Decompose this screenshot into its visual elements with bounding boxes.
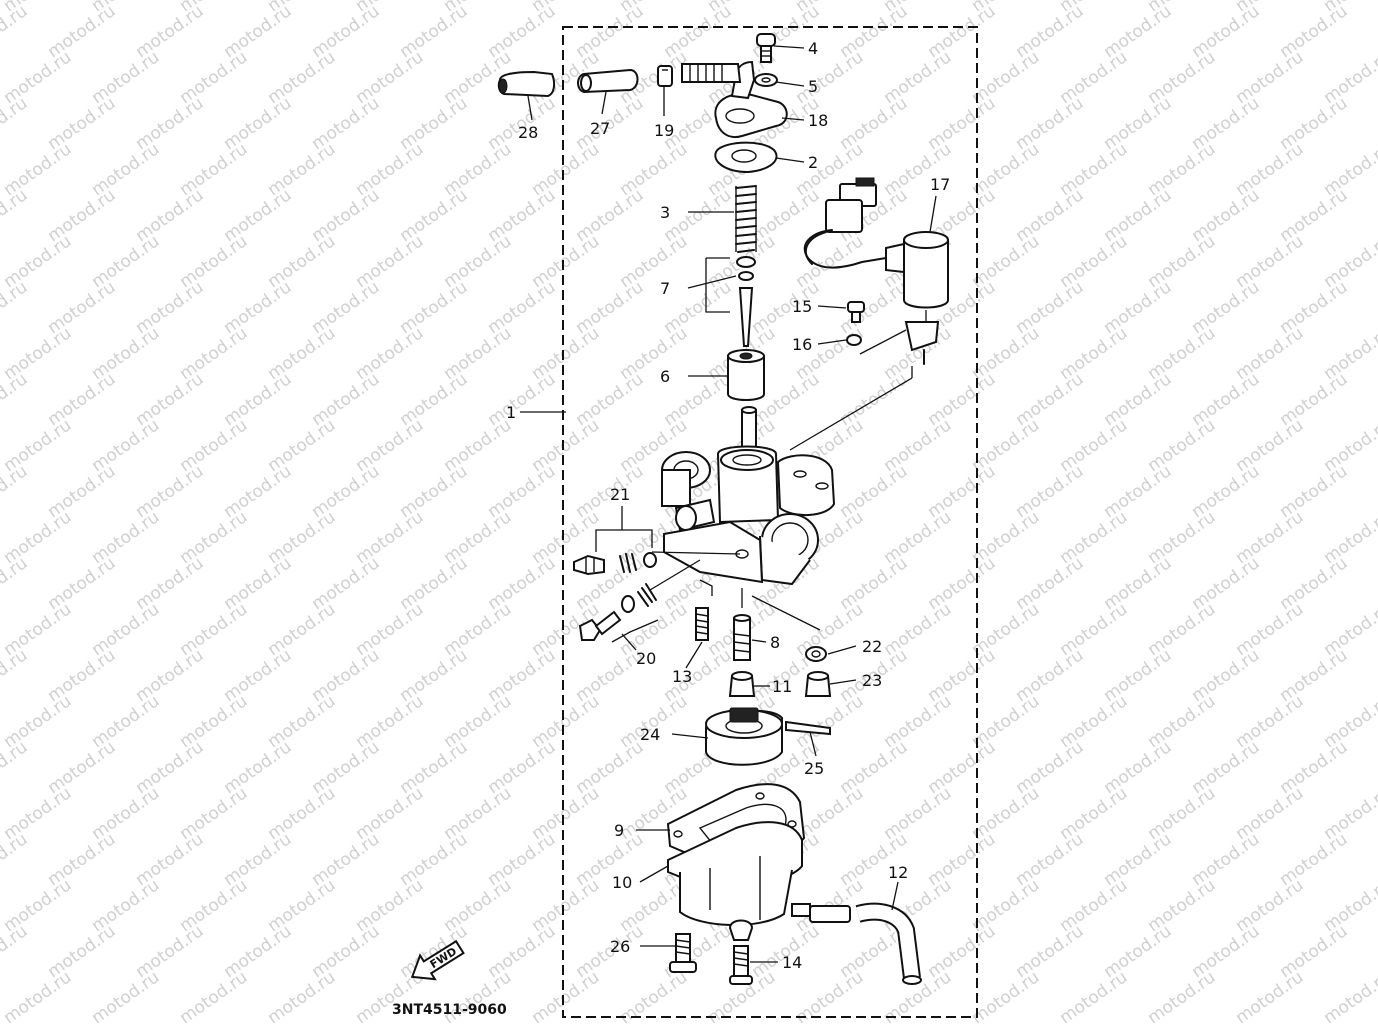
part-12-drain-hose: [855, 902, 922, 985]
label-3: 3: [660, 203, 670, 222]
assembly-boundary: [562, 26, 978, 1018]
part-11-main-jet: [728, 671, 756, 697]
part-15-screw: [847, 301, 865, 323]
label-27: 27: [590, 119, 610, 138]
label-assembly-1: 1: [506, 403, 516, 422]
label-15: 15: [792, 297, 812, 316]
label-25: 25: [804, 759, 824, 778]
part-22-washer: [805, 646, 827, 662]
part-28-cap: [497, 70, 556, 98]
label-18: 18: [808, 111, 828, 130]
part-6-throttle-valve: [727, 349, 765, 401]
part-24-float: [705, 707, 783, 766]
label-28: 28: [518, 123, 538, 142]
label-8: 8: [770, 633, 780, 652]
label-16: 16: [792, 335, 812, 354]
part-20-throttle-stop-screw-set: [578, 559, 701, 643]
part-5-washer: [754, 73, 778, 87]
label-9: 9: [614, 821, 624, 840]
label-12: 12: [888, 863, 908, 882]
part-14-screw: [729, 945, 753, 985]
label-4: 4: [808, 39, 818, 58]
part-labels: 4 5 18 2 17 3 7 15 16 6 28 27 19 21 20 1…: [506, 39, 950, 972]
part-2-gasket: [714, 141, 778, 174]
carburetor-body: [661, 366, 913, 586]
label-10: 10: [612, 873, 632, 892]
label-6: 6: [660, 367, 670, 386]
part-10-float-bowl: [667, 821, 851, 941]
label-20: 20: [636, 649, 656, 668]
part-25-float-pin: [785, 720, 831, 736]
label-21: 21: [610, 485, 630, 504]
part-16-washer: [846, 334, 862, 346]
label-26: 26: [610, 937, 630, 956]
leader-lines: [520, 45, 937, 963]
part-4-screw: [756, 33, 776, 63]
label-7: 7: [660, 279, 670, 298]
part-27-cap: [577, 68, 639, 94]
label-19: 19: [654, 121, 674, 140]
label-23: 23: [862, 671, 882, 690]
label-2: 2: [808, 153, 818, 172]
label-11: 11: [772, 677, 792, 696]
part-7-needle-set: [705, 256, 756, 347]
label-13: 13: [672, 667, 692, 686]
part-17-starter-solenoid: [803, 177, 949, 365]
label-17: 17: [930, 175, 950, 194]
drawing-code: 3NT4511-9060: [392, 1002, 507, 1018]
part-19-clip: [657, 65, 673, 87]
jet-group-bracket: [699, 579, 821, 631]
part-18-cover: [681, 60, 788, 138]
part-8-needle-jet: [733, 614, 751, 661]
label-22: 22: [862, 637, 882, 656]
part-21-pilot-screw-set: [573, 529, 741, 576]
part-3-spring: [735, 185, 757, 253]
part-23-plug: [804, 671, 832, 697]
label-24: 24: [640, 725, 660, 744]
fwd-arrow-icon: FWD: [410, 939, 465, 981]
label-5: 5: [808, 77, 818, 96]
part-26-screw: [669, 933, 697, 973]
label-14: 14: [782, 953, 802, 972]
part-13-jet: [695, 607, 709, 641]
